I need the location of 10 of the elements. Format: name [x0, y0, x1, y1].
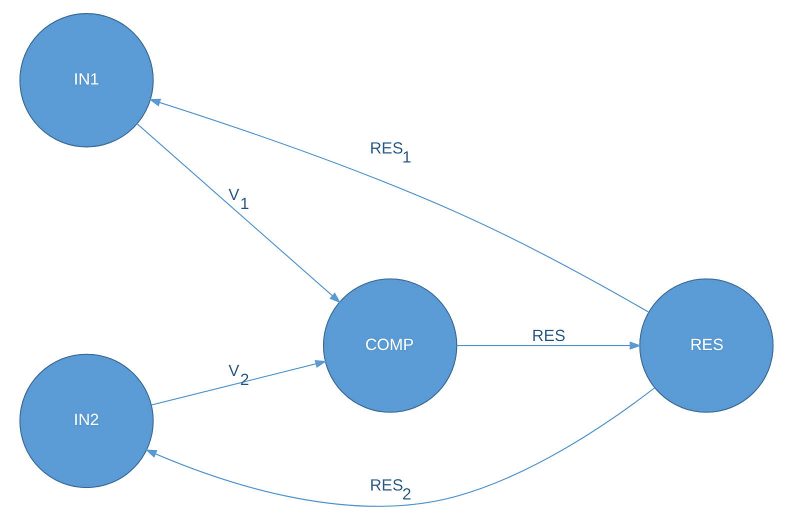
node-circle: IN1	[18, 12, 154, 147]
arrow	[136, 122, 340, 303]
node-circle: COMP	[322, 278, 457, 412]
node-circle: IN2	[18, 353, 154, 488]
node-circle: RES	[638, 278, 774, 412]
edge-label: RES	[532, 326, 565, 345]
arrow	[144, 387, 654, 506]
arrow	[150, 359, 326, 405]
arrow	[456, 341, 641, 350]
arrow	[148, 98, 649, 312]
